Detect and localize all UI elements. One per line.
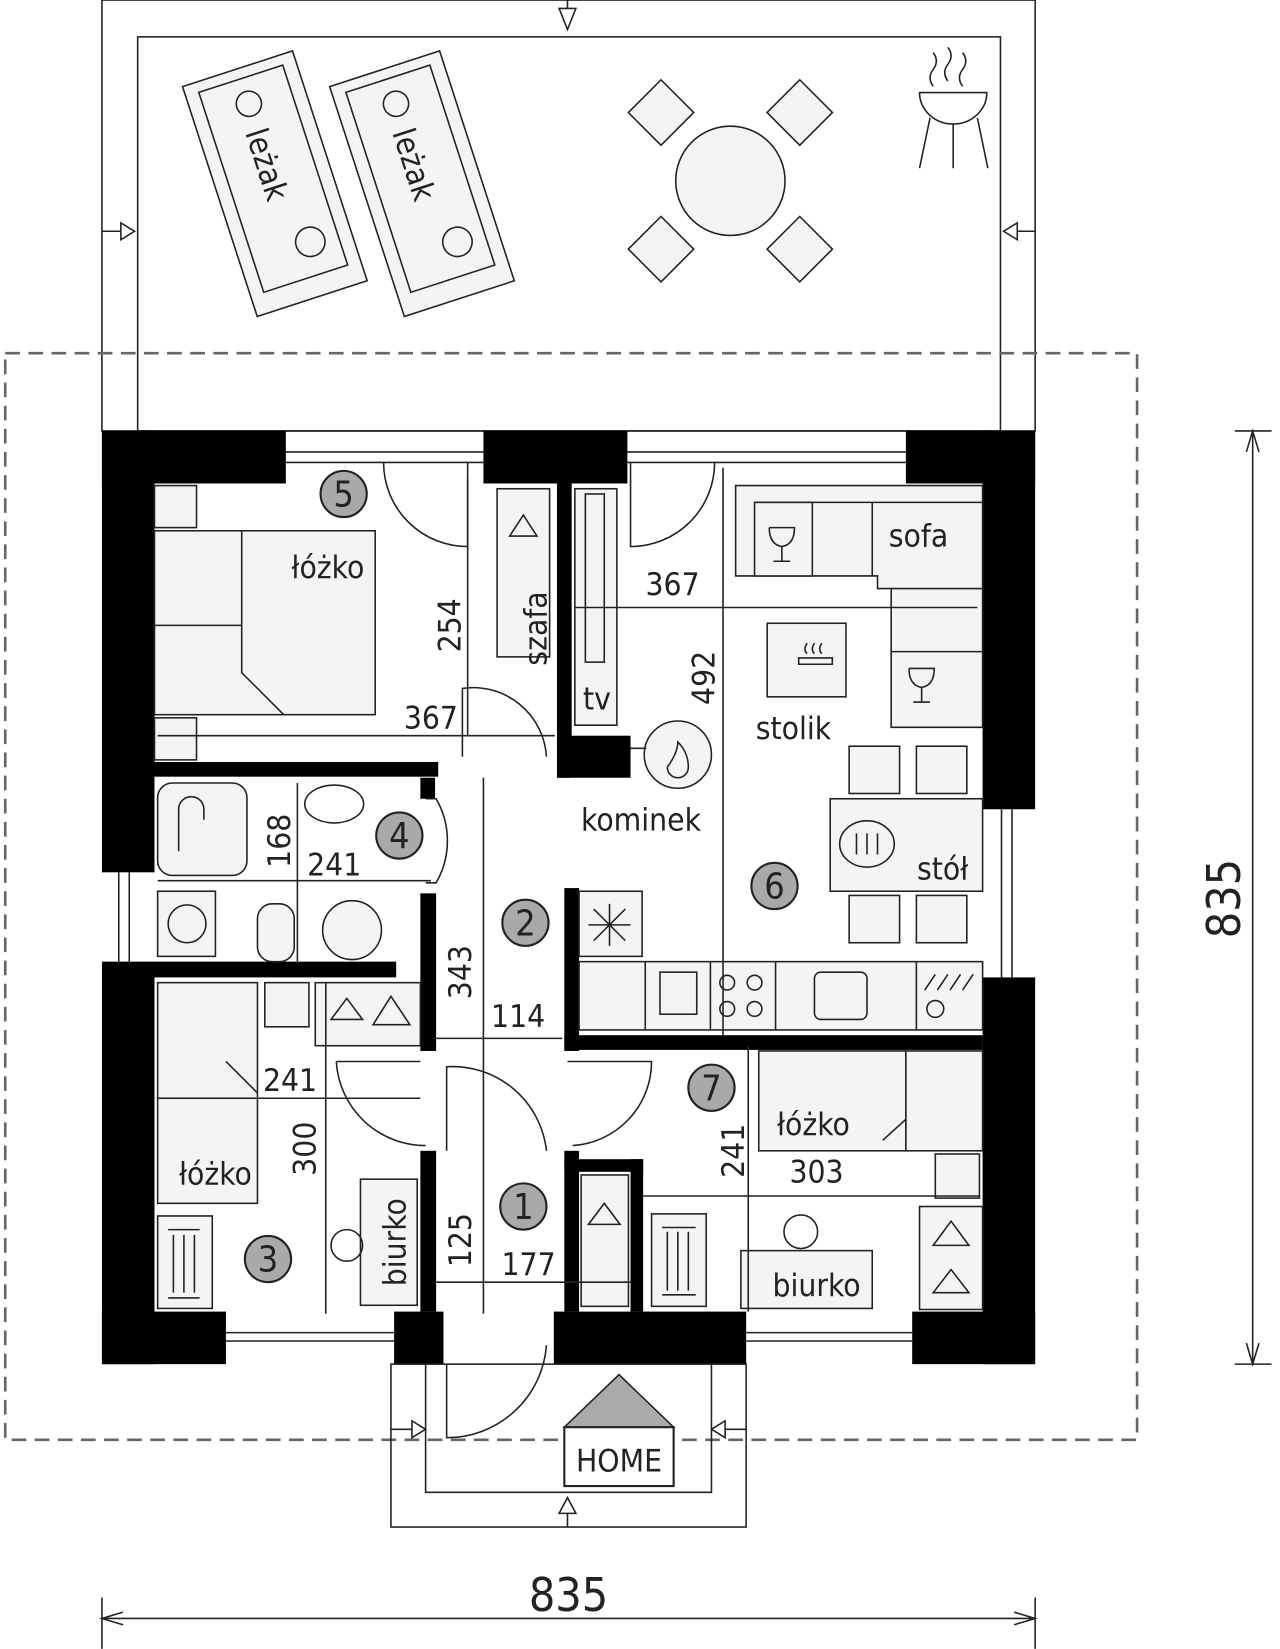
room-number: 6 (764, 867, 784, 908)
home-logo: HOME (562, 1373, 676, 1488)
dimension-label: 254 (432, 598, 468, 652)
windows (117, 451, 1013, 1342)
sun-lounger-1: leżak (181, 49, 369, 318)
room-number: 3 (258, 1240, 278, 1281)
table-label: stół (917, 852, 969, 888)
furniture (153, 484, 984, 1311)
outdoor-dining-set (627, 78, 834, 283)
dimension-lines (99, 428, 1272, 1649)
dimension-label: 125 (443, 1213, 479, 1267)
sun-lounger-2: leżak (328, 49, 516, 318)
dimension-label: 300 (287, 1122, 323, 1176)
dimension-label: 367 (404, 700, 458, 736)
walls (101, 430, 1036, 1365)
wardrobe-label: szafa (518, 591, 554, 665)
fireplace-label: kominek (581, 802, 702, 838)
entrance-steps (390, 1363, 747, 1528)
desk-label: biurko (772, 1268, 860, 1304)
grill-icon (918, 46, 989, 169)
doors (335, 462, 716, 1439)
dimension-label: 241 (716, 1124, 752, 1178)
desk-label: biurko (378, 1198, 414, 1286)
room-number: 1 (513, 1187, 533, 1228)
home-logo-text: HOME (576, 1443, 662, 1479)
dimension-label: 367 (646, 567, 700, 603)
bed-label: łóżko (777, 1107, 850, 1143)
dimension-label: 114 (491, 999, 545, 1035)
labels: łóżko szafa tv sofa stolik kominek stół … (179, 519, 1251, 1623)
coffee-table-label: stolik (756, 711, 832, 747)
room-number: 7 (701, 1068, 721, 1109)
bed-label: łóżko (291, 550, 364, 586)
dimension-label: 241 (263, 1063, 317, 1099)
dimension-label: 241 (307, 847, 361, 883)
room-number: 2 (515, 903, 535, 944)
overall-depth-label: 835 (1197, 859, 1251, 938)
dimension-label: 168 (262, 814, 298, 868)
room-number: 5 (333, 475, 353, 516)
dimension-label: 177 (502, 1247, 556, 1283)
bed-label: łóżko (179, 1156, 252, 1192)
sofa-label: sofa (889, 519, 948, 555)
dimension-label: 303 (789, 1154, 843, 1190)
tv-label: tv (583, 681, 611, 717)
room-number: 4 (389, 816, 409, 857)
overall-width-label: 835 (529, 1568, 608, 1622)
dimension-label: 343 (443, 945, 479, 999)
room-numbers: 5 4 2 6 7 1 3 (243, 469, 799, 1284)
dimension-label: 492 (687, 651, 723, 705)
